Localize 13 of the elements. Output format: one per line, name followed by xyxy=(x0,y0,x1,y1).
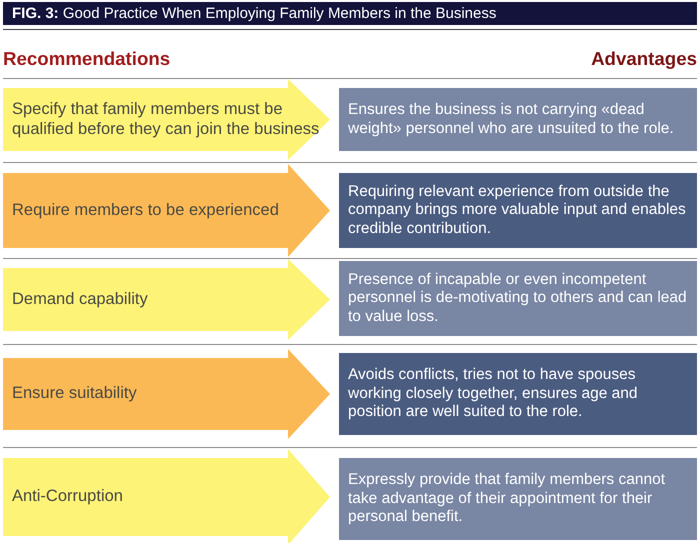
recommendation-banner: Ensure suitability xyxy=(3,349,330,439)
recommendation-banner: Specify that family members must be qualified before they can join the business xyxy=(3,79,330,160)
advantage-panel: Expressly provide that family members cannot take advantage of their appointment for their personal benefit. xyxy=(339,458,697,540)
advantage-panel: Requiring relevant experience from outside the company brings more valuable input and enables credible contribution. xyxy=(339,173,697,248)
recommendation-banner: Require members to be experienced xyxy=(3,164,330,257)
column-heading: Recommendations xyxy=(3,48,170,70)
advantage-panel: Presence of incapable or even incompetent personnel is de-motivating to others and can lead to value loss. xyxy=(339,261,697,336)
recommendation-banner: Anti-Corruption xyxy=(3,449,330,543)
figure-title: FIG. 3: Good Practice When Employing Family Members in the Business xyxy=(12,4,496,24)
advantage-panel: Avoids conflicts, tries not to have spouses working closely together, ensures age and position are well suited to the role. xyxy=(339,353,697,435)
recommendation-banner: Demand capability xyxy=(3,259,330,340)
column-heading: Advantages xyxy=(591,48,697,70)
advantage-panel: Ensures the business is not carrying «dead weight» personnel who are unsuited to the role. xyxy=(339,88,697,151)
